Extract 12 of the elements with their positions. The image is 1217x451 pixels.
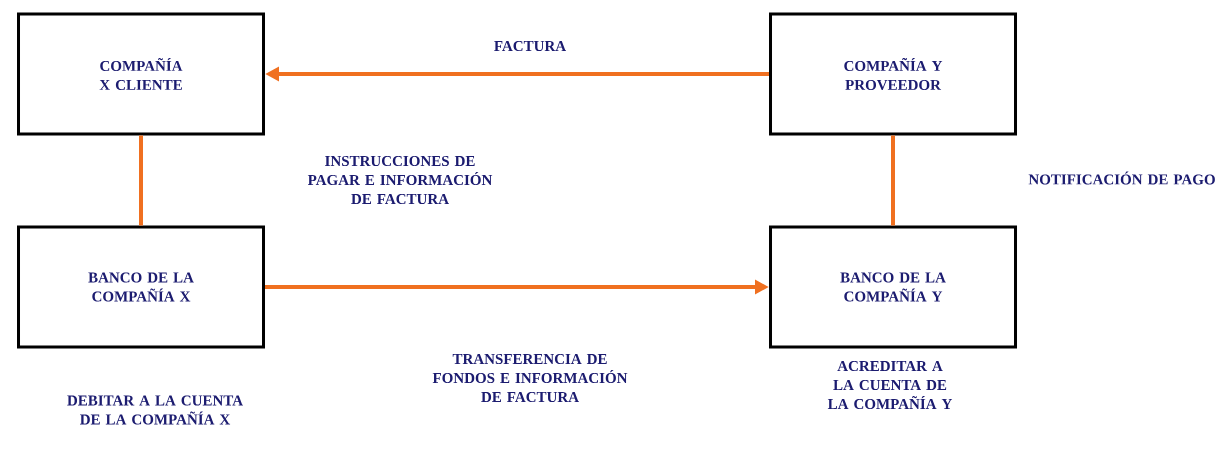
edge-label: FACTURA bbox=[494, 40, 566, 52]
connector-line bbox=[891, 135, 895, 226]
connector-line bbox=[139, 135, 143, 226]
process-box: BANCO DE LA COMPAÑÍA Y bbox=[769, 225, 1017, 349]
process-box: COMPAÑÍA X CLIENTE bbox=[17, 12, 265, 136]
note-text: NOTIFICACIÓN DE PAGO bbox=[1028, 171, 1215, 185]
process-box: COMPAÑÍA Y PROVEEDOR bbox=[769, 12, 1017, 136]
edge-label: TRANSFERENCIA DE FONDOS E INFORMACIÓN DE FACTURA bbox=[432, 353, 628, 403]
box-caption: ACREDITAR A LA CUENTA DE LA COMPAÑÍA Y bbox=[827, 360, 953, 410]
process-box: BANCO DE LA COMPAÑÍA X bbox=[17, 225, 265, 349]
note-text: INSTRUCCIONES DE PAGAR E INFORMACIÓN DE FACTURA bbox=[307, 155, 493, 205]
box-caption: DEBITAR A LA CUENTA DE LA COMPAÑÍA X bbox=[67, 395, 243, 425]
